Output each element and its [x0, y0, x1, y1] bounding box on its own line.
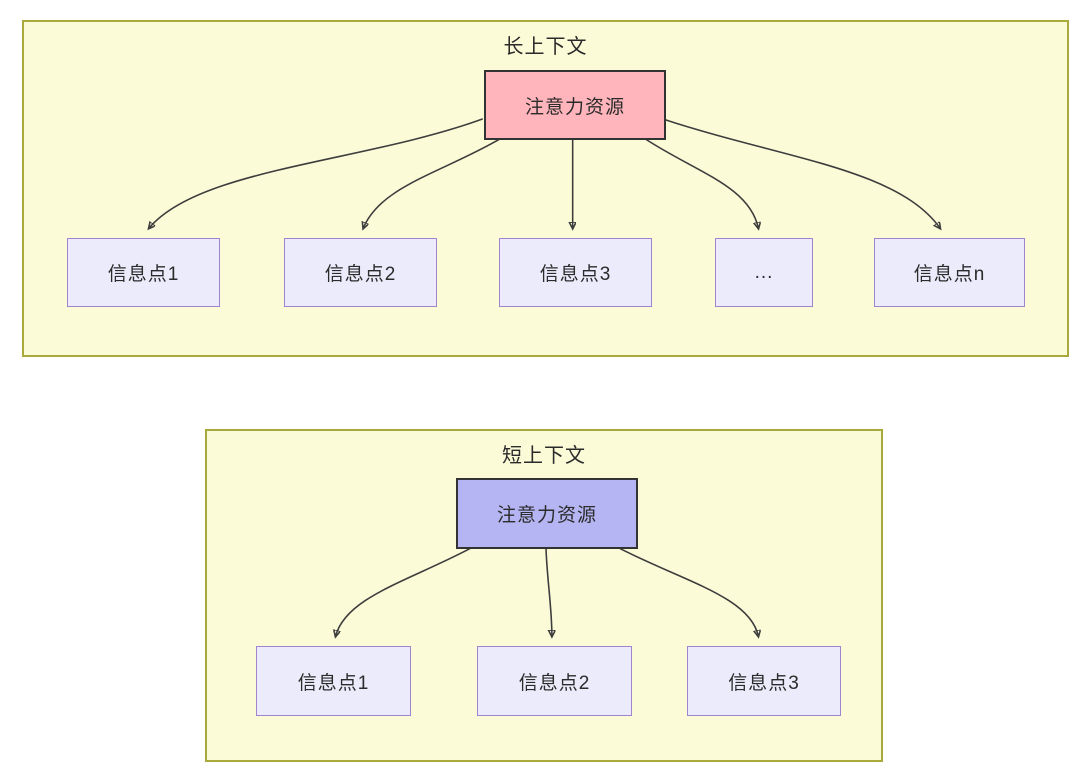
- long-attention-resource-box: 注意力资源: [484, 70, 666, 140]
- arrow-long-to-info1: [149, 118, 484, 229]
- long-info-box-ellipsis: ...: [715, 238, 813, 307]
- arrow-short-to-info2: [545, 547, 552, 637]
- short-context-group: 短上下文 注意力资源 信息点1 信息点2 信息点3: [205, 429, 883, 762]
- long-info-box-3: 信息点3: [499, 238, 652, 307]
- arrow-short-to-info3: [617, 546, 758, 637]
- short-context-title: 短上下文: [502, 445, 586, 467]
- short-info-box-1: 信息点1: [256, 646, 411, 716]
- arrow-long-to-info2: [363, 137, 501, 229]
- long-info-box-2: 信息点2: [284, 238, 437, 307]
- arrow-short-to-info1: [336, 546, 473, 637]
- long-info-box-1: 信息点1: [67, 238, 220, 307]
- short-info-box-2: 信息点2: [477, 646, 632, 716]
- short-info-box-3: 信息点3: [687, 646, 841, 716]
- long-context-group: 长上下文 注意力资源 信息点1 信息点2 信息点3 ... 信息点n: [22, 20, 1069, 357]
- arrow-long-to-info4: [644, 137, 759, 229]
- long-info-box-n: 信息点n: [874, 238, 1025, 307]
- arrow-long-to-info5: [662, 118, 941, 229]
- short-attention-resource-box: 注意力资源: [456, 478, 638, 549]
- long-context-title: 长上下文: [503, 36, 588, 58]
